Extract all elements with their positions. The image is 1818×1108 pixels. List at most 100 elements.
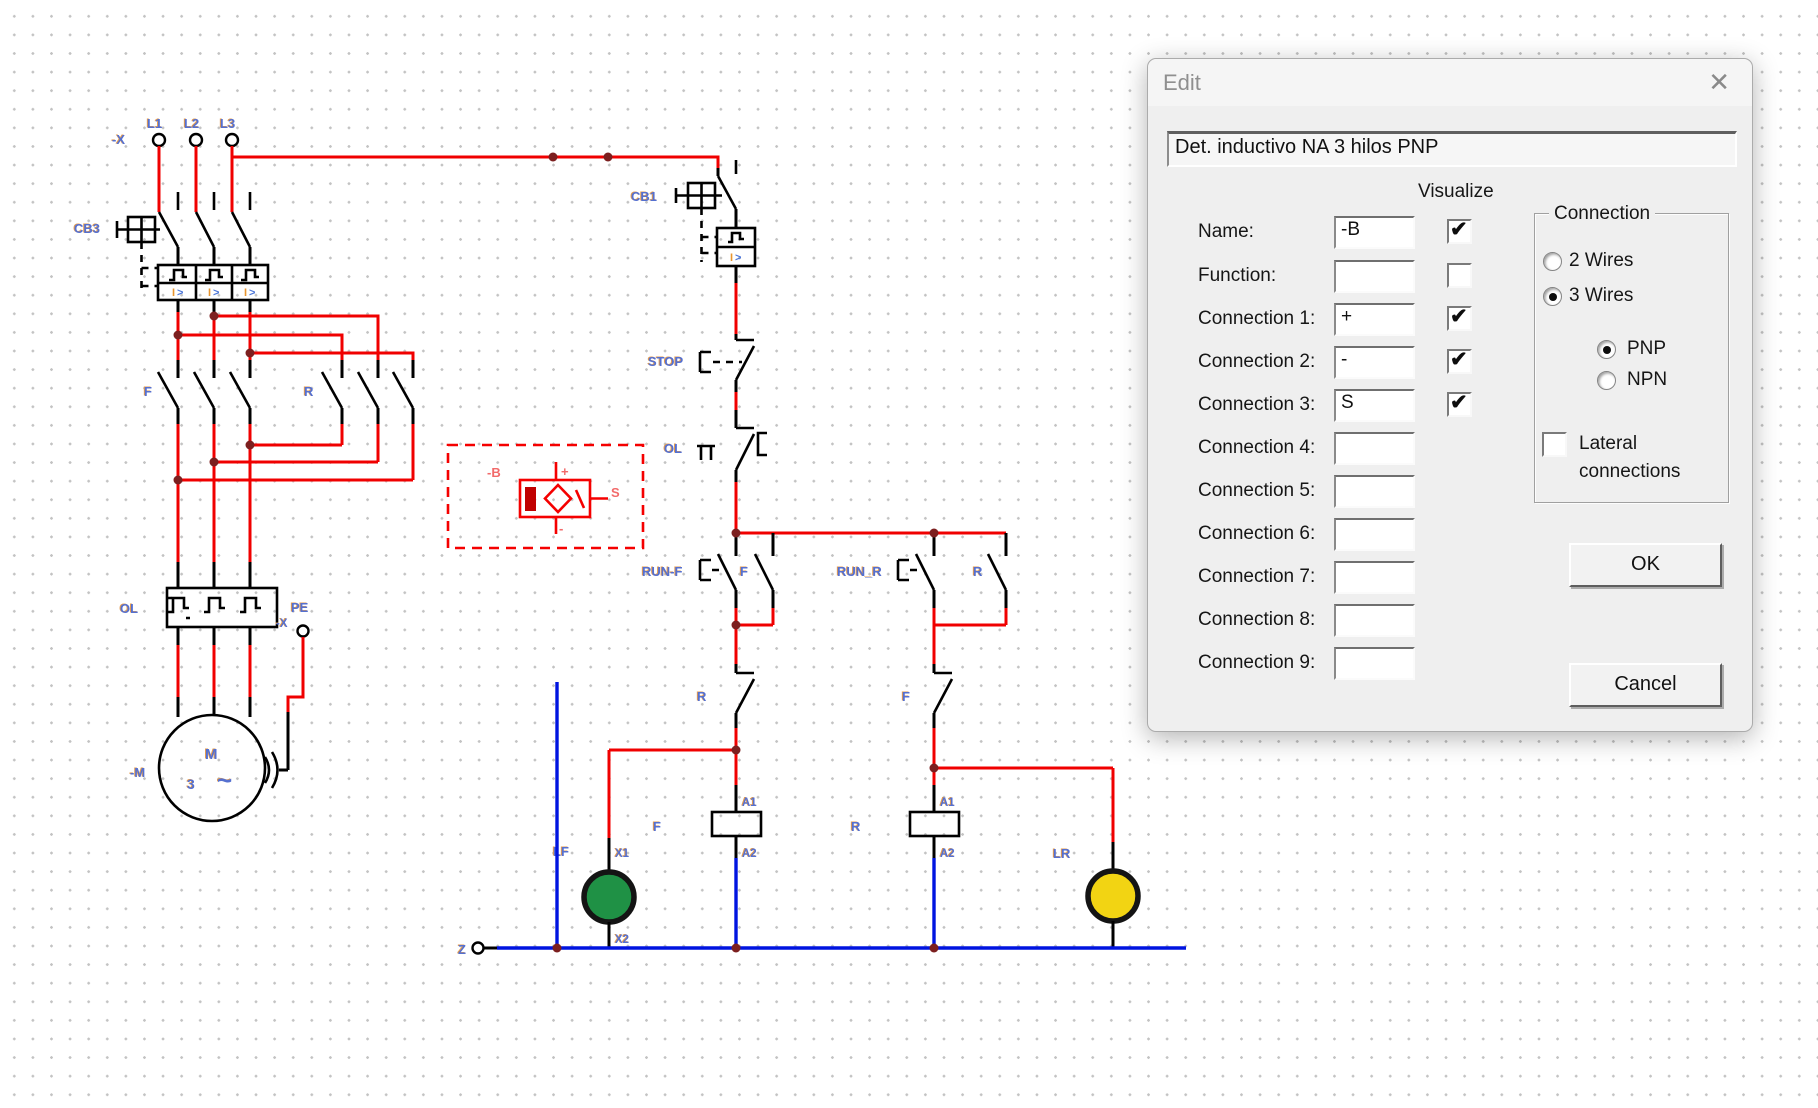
inductive-sensor-selected[interactable]: -B + - S	[446, 443, 645, 550]
lamp-lf[interactable]	[581, 869, 637, 925]
stop-button[interactable]: STOP	[648, 334, 756, 410]
connection-group-title: Connection	[1549, 203, 1656, 225]
function-field[interactable]	[1334, 260, 1415, 293]
dialog-titlebar[interactable]	[1148, 59, 1752, 106]
runf-label: RUN-F	[642, 564, 682, 579]
connection1-visualize-checkbox[interactable]: ✔	[1447, 305, 1472, 331]
cb1-trip-i: I	[730, 252, 733, 264]
connection5-label: Connection 5:	[1198, 480, 1316, 501]
check-icon: ✔	[1450, 348, 1468, 371]
connection1-label: Connection 1:	[1198, 308, 1316, 329]
connection7-label: Connection 7:	[1198, 566, 1316, 587]
connection6-label: Connection 6:	[1198, 523, 1316, 544]
description-field[interactable]: Det. inductivo NA 3 hilos PNP	[1167, 131, 1737, 167]
lateral-connections-checkbox[interactable]	[1542, 432, 1567, 457]
f-interlock-label: F	[902, 689, 910, 704]
function-label: Function:	[1198, 265, 1277, 286]
lamp-lr-branch[interactable]: LR	[934, 766, 1141, 948]
phase-l2-label: L2	[184, 116, 199, 131]
contactor-f-label: F	[144, 384, 152, 399]
circuit-breaker-cb1[interactable]: CB1 I >	[631, 160, 757, 334]
phase-l3-label: L3	[220, 116, 235, 131]
radio-2-wires[interactable]	[1543, 252, 1562, 271]
lateral-label-line2[interactable]: connections	[1579, 461, 1681, 482]
radio-3-wires[interactable]	[1543, 287, 1562, 306]
cb3-trip-i: I	[172, 287, 175, 299]
edit-dialog: Edit ✕ Det. inductivo NA 3 hilos PNP Vis…	[1147, 58, 1753, 732]
sensor-minus-label: -	[559, 521, 563, 536]
cb3-trip-gt: >	[213, 287, 219, 299]
connection3-visualize-checkbox[interactable]: ✔	[1447, 391, 1472, 417]
connection8-label: Connection 8:	[1198, 609, 1316, 630]
r-interlock-label: R	[697, 689, 707, 704]
name-field[interactable]: -B	[1334, 216, 1415, 249]
function-visualize-checkbox[interactable]	[1447, 263, 1472, 288]
lamp-lf-branch[interactable]: LF X1 X2	[553, 682, 736, 948]
ok-button[interactable]: OK	[1569, 543, 1722, 587]
name-visualize-checkbox[interactable]: ✔	[1447, 218, 1472, 244]
cb3-trip-i: I	[244, 287, 247, 299]
radio-3-wires-label[interactable]: 3 Wires	[1569, 285, 1634, 306]
lateral-label-line1[interactable]: Lateral	[1579, 433, 1638, 454]
power-wires-live[interactable]	[157, 146, 720, 697]
junction-dots	[173, 152, 939, 953]
connection1-field[interactable]: +	[1334, 303, 1415, 336]
sensor-plus-label: +	[561, 464, 569, 479]
connection6-field[interactable]	[1334, 518, 1415, 551]
connection5-field[interactable]	[1334, 475, 1415, 508]
contactor-f-power[interactable]: F	[144, 360, 252, 424]
radio-npn-label[interactable]: NPN	[1627, 369, 1668, 390]
sensor-active-face	[525, 487, 536, 511]
pe-label: PE	[291, 600, 309, 615]
radio-npn[interactable]	[1597, 371, 1616, 390]
lamp-lr[interactable]	[1085, 868, 1141, 924]
close-icon[interactable]: ✕	[1708, 67, 1730, 97]
radio-2-wires-label[interactable]: 2 Wires	[1569, 250, 1634, 271]
r-coil-a1-label: A1	[940, 797, 955, 809]
cancel-button[interactable]: Cancel	[1569, 663, 1722, 707]
circuit-breaker-cb3[interactable]: CB3 I > I > I >	[74, 192, 270, 312]
terminal-strip-label: -X	[112, 132, 125, 147]
connection7-field[interactable]	[1334, 561, 1415, 594]
neutral-rail[interactable]: Z	[458, 941, 1186, 957]
runf-branch[interactable]: RUN-F F R A1 F A2	[642, 533, 775, 948]
selection-box[interactable]	[446, 443, 645, 550]
cb1-trip-gt: >	[735, 252, 741, 264]
ol-nc-contact[interactable]: OL	[664, 410, 767, 533]
connection9-label: Connection 9:	[1198, 652, 1316, 673]
supply-terminals[interactable]: -X L1 L2 L3	[112, 116, 240, 148]
cb3-label: CB3	[74, 221, 100, 236]
connection2-label: Connection 2:	[1198, 351, 1316, 372]
sensor-s-label: S	[611, 485, 620, 500]
ol-label: OL	[120, 601, 138, 616]
name-label: Name:	[1198, 221, 1254, 242]
r-coil-label: R	[851, 819, 861, 834]
f-coil-a1-label: A1	[742, 797, 757, 809]
connection9-field[interactable]	[1334, 647, 1415, 680]
radio-pnp[interactable]	[1597, 340, 1616, 359]
connection3-field[interactable]: S	[1334, 389, 1415, 422]
check-icon: ✔	[1450, 305, 1468, 328]
cb3-trip-gt: >	[177, 287, 183, 299]
r-aux-label: R	[973, 564, 983, 579]
connection4-field[interactable]	[1334, 432, 1415, 465]
ol-contact-label: OL	[664, 441, 682, 456]
motor-phases-label: 3	[187, 776, 195, 792]
connection8-field[interactable]	[1334, 604, 1415, 637]
motor-name-label: -M	[130, 765, 145, 780]
runr-label: RUN_R	[837, 564, 882, 579]
connection2-visualize-checkbox[interactable]: ✔	[1447, 348, 1472, 374]
motor-m[interactable]: M 3 ~ -M	[130, 627, 305, 823]
lf-x2-label: X2	[615, 934, 629, 946]
dialog-title: Edit	[1163, 70, 1201, 95]
radio-pnp-label[interactable]: PNP	[1627, 338, 1667, 359]
cb3-trip-gt: >	[249, 287, 255, 299]
z-label: Z	[458, 942, 466, 957]
runr-branch[interactable]: RUN_R R F A1 R A2	[837, 533, 1008, 948]
f-coil-label: F	[653, 819, 661, 834]
contactor-r-power[interactable]: R	[304, 360, 415, 424]
connection2-field[interactable]: -	[1334, 346, 1415, 379]
overload-relay-ol[interactable]: OL -X PE	[120, 562, 310, 638]
